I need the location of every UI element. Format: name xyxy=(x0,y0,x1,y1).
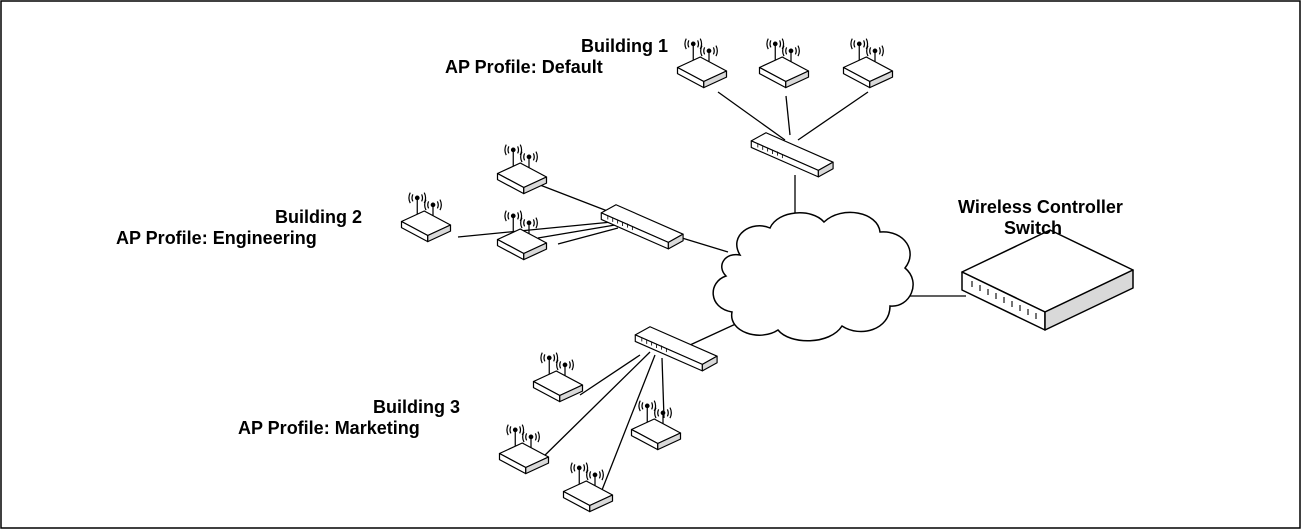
building-3-profile: AP Profile: Marketing xyxy=(238,418,420,438)
building-2-profile: AP Profile: Engineering xyxy=(116,228,317,248)
building-1-profile: AP Profile: Default xyxy=(445,57,603,77)
controller-switch xyxy=(961,229,1134,331)
connection-lines xyxy=(457,91,966,491)
building-2-name: Building 2 xyxy=(275,207,362,227)
building-1-name: Building 1 xyxy=(581,36,668,56)
building-1-label: Building 1 xyxy=(545,36,668,57)
controller-label-line2: Switch xyxy=(1004,218,1063,238)
network-cloud xyxy=(712,211,914,342)
controller-label-line1: Wireless Controller xyxy=(958,197,1123,217)
building-3-name: Building 3 xyxy=(373,397,460,417)
